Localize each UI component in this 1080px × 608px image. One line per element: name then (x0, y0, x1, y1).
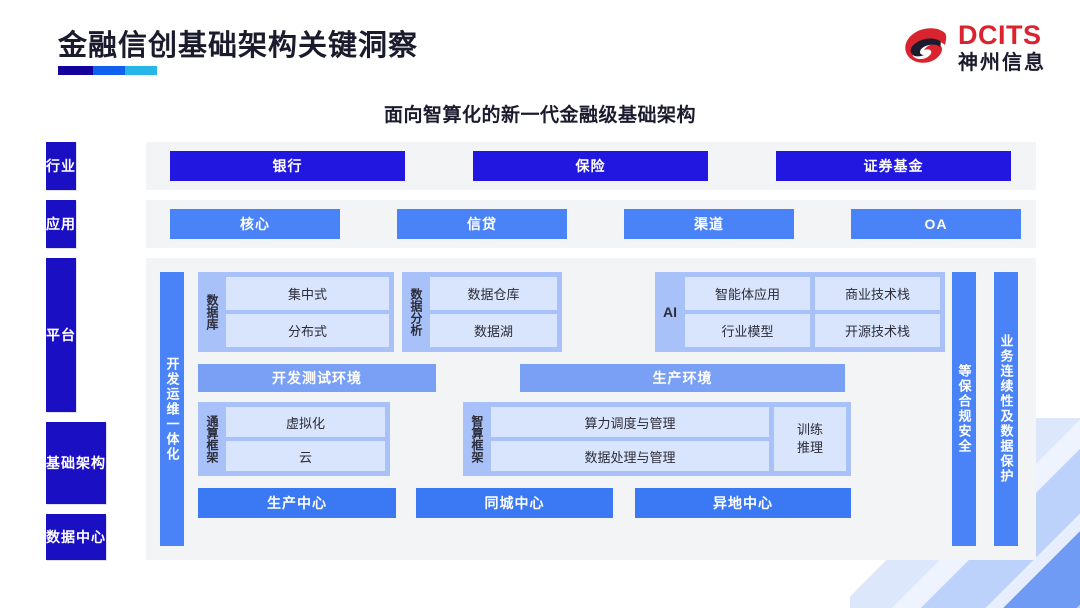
ai-item-commercial-stack[interactable]: 商业技术栈 (815, 277, 940, 310)
application-item-channel[interactable]: 渠道 (624, 209, 794, 239)
layer-label-industry: 行业 (46, 142, 76, 190)
architecture-diagram: 行业 应用 平台 基础架构 数据中心 银行 保险 证券基金 核心 信贷 渠道 O… (46, 142, 1036, 567)
datacenter-production[interactable]: 生产中心 (198, 488, 396, 518)
ai-compute-item-train-inference[interactable]: 训练 推理 (774, 407, 846, 471)
rule-segment-blue (93, 66, 125, 75)
application-item-core[interactable]: 核心 (170, 209, 340, 239)
brand-logo: DCITS 神州信息 (904, 22, 1046, 73)
ai-compute-item-data-processing[interactable]: 数据处理与管理 (491, 441, 769, 471)
industry-row: 银行 保险 证券基金 (146, 142, 1036, 190)
layer-label-application: 应用 (46, 200, 76, 248)
group-database[interactable]: 数据库 集中式 分布式 (198, 272, 394, 352)
datacenter-remote[interactable]: 异地中心 (635, 488, 851, 518)
rule-segment-cyan (125, 66, 157, 75)
logo-text: DCITS 神州信息 (958, 20, 1046, 74)
ai-item-industry-model[interactable]: 行业模型 (685, 314, 810, 347)
logo-text-cn: 神州信息 (958, 52, 1046, 74)
group-database-label: 数据库 (205, 294, 219, 330)
industry-item-bank[interactable]: 银行 (170, 151, 405, 181)
rail-business-continuity[interactable]: 业务连续性及数据保护 (994, 272, 1018, 546)
application-row: 核心 信贷 渠道 OA (146, 200, 1036, 248)
general-compute-item-virtualization[interactable]: 虚拟化 (226, 407, 385, 437)
group-general-compute-framework[interactable]: 通算框架 虚拟化 云 (198, 402, 390, 476)
page-title: 金融信创基础架构关键洞察 (58, 30, 419, 62)
environment-dev-test[interactable]: 开发测试环境 (198, 364, 436, 392)
industry-item-insurance[interactable]: 保险 (473, 151, 708, 181)
group-analytics-label: 数据分析 (409, 288, 423, 336)
title-accent-rule (58, 66, 157, 75)
group-ai-compute-framework[interactable]: 智算框架 算力调度与管理 数据处理与管理 训练 推理 (463, 402, 851, 476)
database-item-distributed[interactable]: 分布式 (226, 314, 389, 347)
group-ai[interactable]: AI 智能体应用 商业技术栈 行业模型 开源技术栈 (655, 272, 945, 352)
ai-compute-item-power-scheduling[interactable]: 算力调度与管理 (491, 407, 769, 437)
layer-label-infrastructure: 基础架构 (46, 422, 106, 504)
rule-segment-navy (58, 66, 93, 75)
general-compute-item-cloud[interactable]: 云 (226, 441, 385, 471)
database-item-centralized[interactable]: 集中式 (226, 277, 389, 310)
rail-devops[interactable]: 开发运维一体化 (160, 272, 184, 546)
slide-header: 金融信创基础架构关键洞察 DCITS 神州信息 (0, 0, 1080, 92)
logo-text-en: DCITS (958, 20, 1042, 50)
layer-label-datacenter: 数据中心 (46, 514, 106, 560)
group-general-compute-label: 通算框架 (205, 415, 219, 463)
platform-inner-canvas: 数据库 集中式 分布式 数据分析 数据仓库 数据湖 AI (198, 272, 945, 546)
ai-item-opensource-stack[interactable]: 开源技术栈 (815, 314, 940, 347)
ai-item-agent-application[interactable]: 智能体应用 (685, 277, 810, 310)
datacenter-same-city[interactable]: 同城中心 (416, 488, 613, 518)
environment-production[interactable]: 生产环境 (520, 364, 845, 392)
group-ai-label: AI (663, 304, 677, 320)
application-item-oa[interactable]: OA (851, 209, 1021, 239)
group-data-analytics[interactable]: 数据分析 数据仓库 数据湖 (402, 272, 562, 352)
application-item-credit[interactable]: 信贷 (397, 209, 567, 239)
platform-infrastructure-panel: 开发运维一体化 等保合规安全 业务连续性及数据保护 数据库 集中式 分布式 数据… (146, 258, 1036, 560)
analytics-item-data-warehouse[interactable]: 数据仓库 (430, 277, 557, 310)
group-ai-compute-label: 智算框架 (470, 415, 484, 463)
industry-item-securities-funds[interactable]: 证券基金 (776, 151, 1011, 181)
layer-label-platform: 平台 (46, 258, 76, 412)
page-subtitle: 面向智算化的新一代金融级基础架构 (383, 105, 696, 126)
analytics-item-data-lake[interactable]: 数据湖 (430, 314, 557, 347)
rail-compliance-security[interactable]: 等保合规安全 (952, 272, 976, 546)
swoosh-logo-icon (904, 24, 950, 72)
